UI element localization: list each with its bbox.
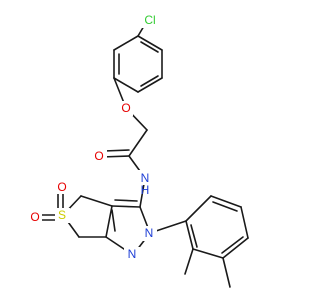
bond — [137, 77, 163, 93]
bond — [190, 224, 198, 248]
bond — [210, 195, 242, 208]
bond — [128, 129, 148, 157]
bonds — [39, 20, 249, 288]
bond — [113, 35, 139, 51]
bond — [103, 149, 130, 152]
atom-n-ring1: N — [128, 247, 137, 261]
bond — [185, 195, 212, 222]
atom-n-amide: N — [141, 171, 150, 185]
bond — [137, 35, 163, 51]
atom-o-carbonyl: O — [94, 149, 103, 163]
molecule-structure: Cl O O N H N N S O O — [28, 12, 249, 288]
bond — [221, 236, 244, 254]
bond — [222, 237, 249, 259]
bond — [105, 205, 113, 238]
atom-labels: Cl O O N H N N S O O — [30, 13, 155, 261]
bond — [192, 248, 224, 259]
atom-cl: Cl — [144, 13, 155, 27]
bond — [113, 77, 139, 93]
bond — [114, 199, 138, 202]
bond — [212, 201, 238, 212]
bond — [222, 257, 231, 288]
atom-masks — [28, 12, 160, 262]
atom-h-amide: H — [141, 183, 150, 197]
atom-o-ether: O — [121, 101, 130, 115]
atom-o-s2: O — [30, 210, 39, 224]
bond — [80, 195, 113, 207]
bond — [240, 206, 249, 239]
atom-o-s1: O — [57, 180, 66, 194]
bond — [184, 248, 194, 275]
bond — [185, 220, 194, 250]
atom-s: S — [58, 208, 66, 222]
bond — [140, 41, 159, 53]
bond — [111, 205, 141, 208]
atom-n-ring2: N — [145, 226, 154, 240]
bond — [111, 209, 116, 232]
bond — [140, 75, 159, 87]
